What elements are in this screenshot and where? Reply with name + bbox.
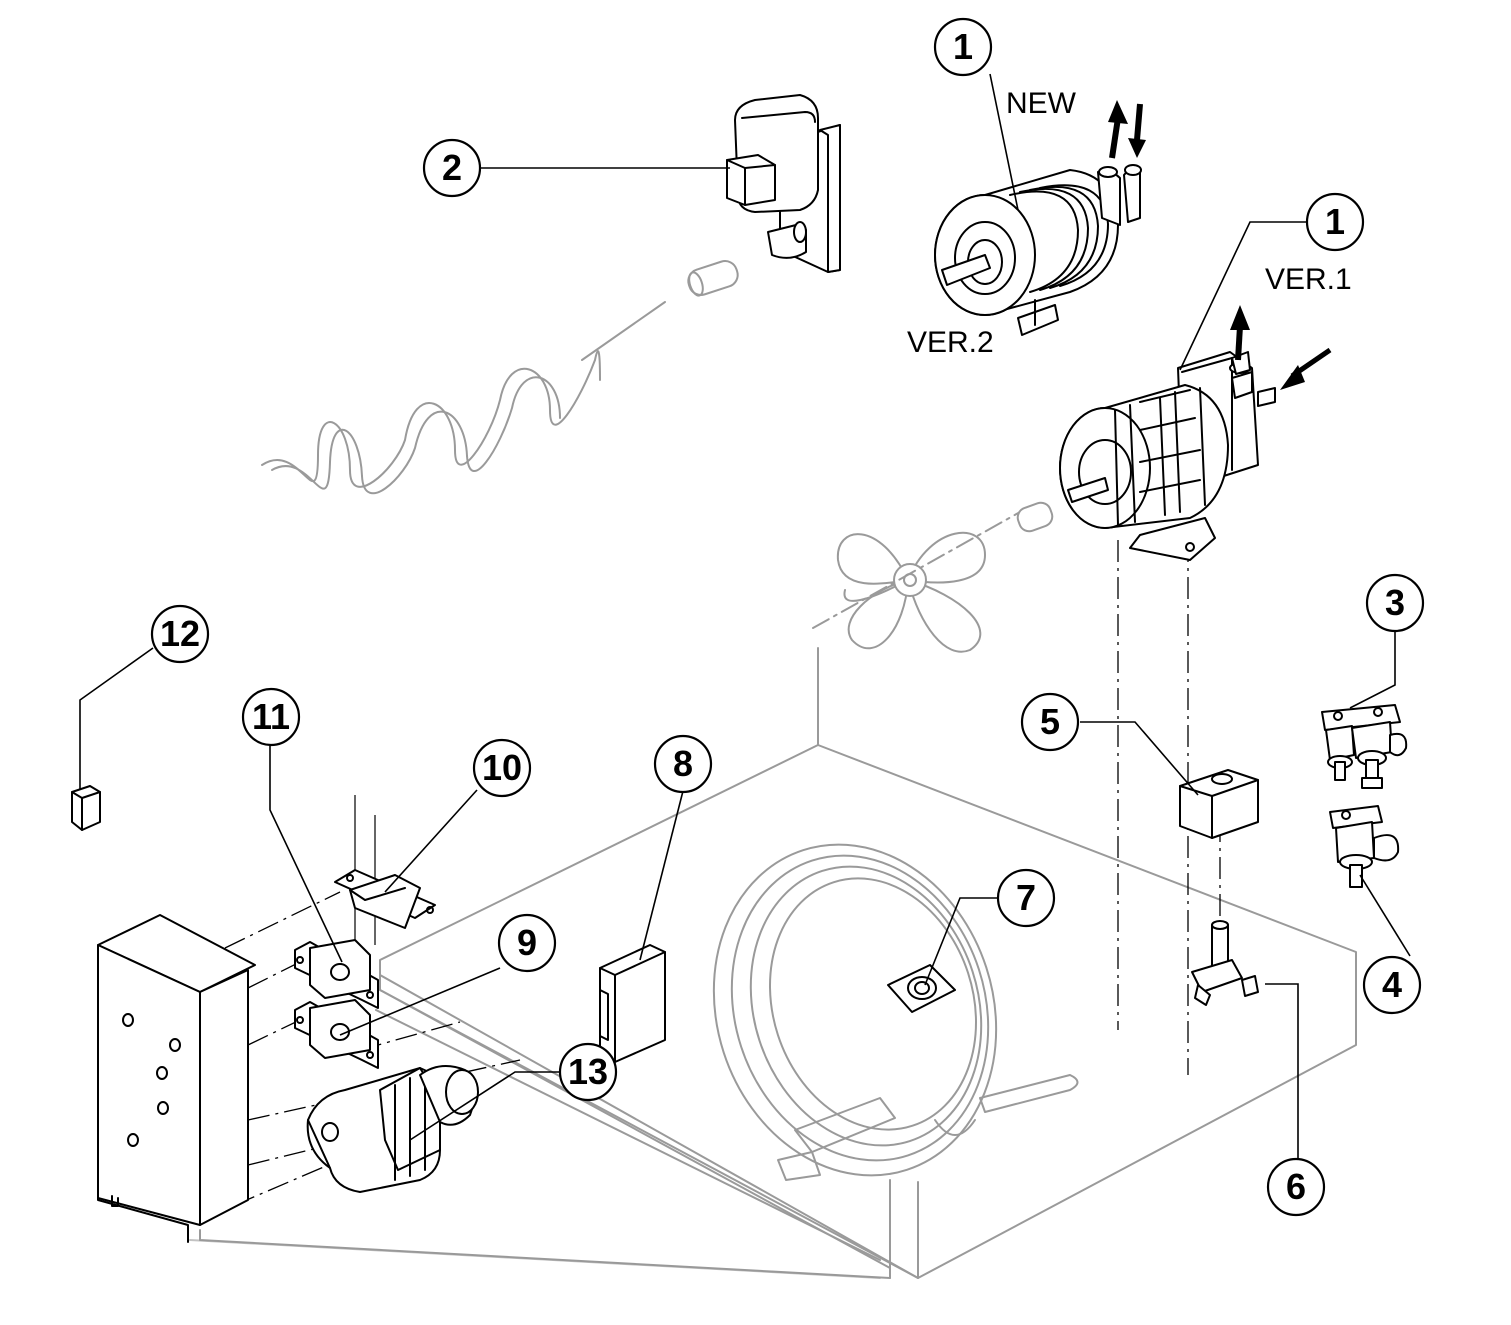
small-clip [71,785,101,831]
relay-lower [294,999,379,1069]
callout-number: 3 [1385,582,1405,623]
callout-number: 13 [568,1051,608,1092]
single-solenoid-valve [1329,805,1400,888]
rotary-switch [306,1065,479,1193]
callout-number: 1 [953,26,973,67]
small-bracket [887,964,956,1013]
callout-number: 7 [1016,877,1036,918]
auger-motor [726,94,841,273]
callout-number: 8 [673,743,693,784]
callout-number: 12 [160,613,200,654]
callout-10: 10 [472,738,532,798]
label-new: NEW [1006,87,1077,120]
callout-1-ver1: 1 [1305,192,1365,252]
callout-8: 8 [653,734,713,794]
callout-12: 12 [150,604,210,664]
drain-fitting [1191,920,1259,1006]
callout-9: 9 [497,913,557,973]
callout-7: 7 [996,868,1056,928]
electrical-box [97,914,256,1243]
callout-3: 3 [1365,573,1425,633]
callout-11: 11 [241,687,301,747]
callout-4: 4 [1362,955,1422,1015]
version-labels: NEW VER.1 VER.2 [907,87,1352,359]
callout-number: 9 [517,922,537,963]
mounting-bracket [334,869,436,929]
fan-blade [812,501,1054,653]
callout-2: 2 [422,138,482,198]
leader-lines [79,73,1411,1160]
cabinet-outline [189,647,1357,1279]
control-board [599,944,666,1063]
callout-number: 4 [1382,964,1402,1005]
auger-spiral [261,260,739,495]
condenser-coil [712,843,1079,1181]
sensor-block [1179,769,1259,839]
callout-number: 6 [1286,1166,1306,1207]
motor-ver2 [934,100,1146,336]
callout-number: 11 [252,696,290,737]
label-ver1: VER.1 [1265,263,1352,296]
motor-ver1 [1059,305,1332,561]
callout-1-new: 1 [933,17,993,77]
callout-number: 10 [482,747,522,788]
callout-number: 2 [442,147,462,188]
callout-6: 6 [1266,1157,1326,1217]
relay-upper [294,939,379,1009]
callout-5: 5 [1020,692,1080,752]
callout-13: 13 [558,1042,618,1102]
double-solenoid-valve [1321,704,1408,789]
callout-number: 1 [1325,201,1345,242]
callout-number: 5 [1040,701,1060,742]
label-ver2: VER.2 [907,326,994,359]
